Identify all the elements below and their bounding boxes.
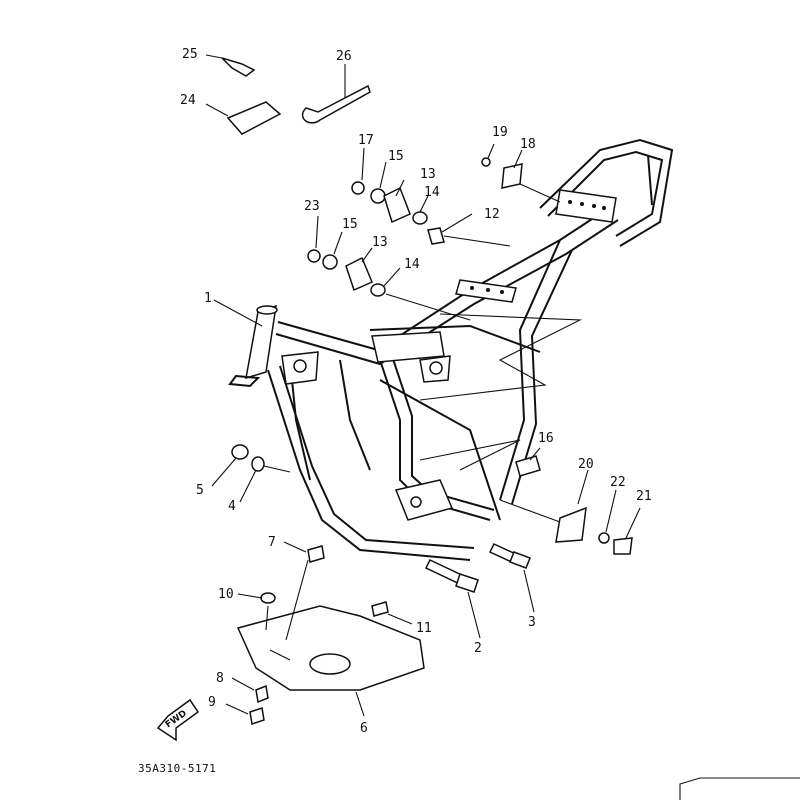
lower-engine-mount-set <box>307 215 471 321</box>
bolt-2 <box>424 559 481 639</box>
callout-15: 15 <box>388 149 404 164</box>
forward-direction-arrow-icon: FWD <box>156 698 200 742</box>
callout-24: 24 <box>180 93 196 108</box>
callout-16: 16 <box>538 431 554 446</box>
callout-10: 10 <box>218 587 234 602</box>
grommet-7 <box>283 541 325 563</box>
main-frame <box>228 138 674 561</box>
callout-5: 5 <box>196 483 204 498</box>
callout-18: 18 <box>520 137 536 152</box>
callout-19: 19 <box>492 125 508 140</box>
callout-22: 22 <box>610 475 626 490</box>
clip-part <box>205 54 256 77</box>
drawing-code: 35A310-5171 <box>138 762 216 775</box>
callout-11: 11 <box>416 621 432 636</box>
tool-bag <box>205 101 282 135</box>
callout-20: 20 <box>578 457 594 472</box>
wrench-tool <box>301 64 371 124</box>
callout-9: 9 <box>208 695 216 710</box>
callout-6: 6 <box>360 721 368 736</box>
callout-17: 17 <box>358 133 374 148</box>
skid-plate <box>225 559 425 725</box>
callout-14: 14 <box>404 257 420 272</box>
callout-7: 7 <box>268 535 276 550</box>
callout-1: 1 <box>204 291 212 306</box>
callout-15: 15 <box>342 217 358 232</box>
callout-3: 3 <box>528 615 536 630</box>
bracket-18 <box>481 143 561 203</box>
callout-14: 14 <box>424 185 440 200</box>
callout-26: 26 <box>336 49 352 64</box>
callout-2: 2 <box>474 641 482 656</box>
bolt-3 <box>488 543 535 613</box>
upper-engine-mount-set <box>351 147 511 247</box>
callout-25: 25 <box>182 47 198 62</box>
callout-13: 13 <box>372 235 388 250</box>
callout-8: 8 <box>216 671 224 686</box>
callout-4: 4 <box>228 499 236 514</box>
nut-washer-4-5 <box>211 444 291 503</box>
callout-23: 23 <box>304 199 320 214</box>
bolt-16 <box>515 447 541 477</box>
callout-12: 12 <box>484 207 500 222</box>
callout-21: 21 <box>636 489 652 504</box>
bracket-20 <box>499 469 641 555</box>
callout-13: 13 <box>420 167 436 182</box>
